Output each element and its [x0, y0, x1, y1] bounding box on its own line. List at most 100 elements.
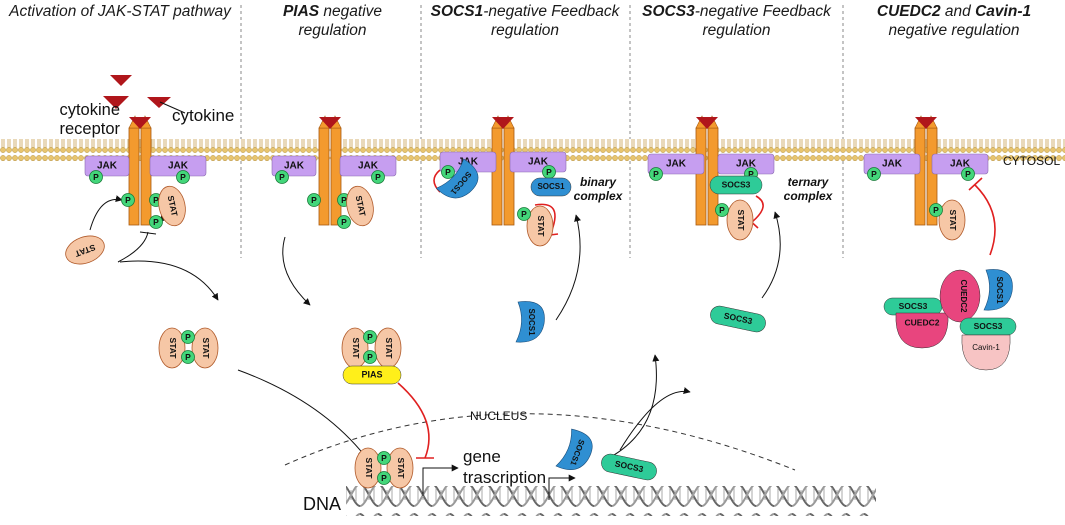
svg-text:SOCS1: SOCS1: [995, 276, 1004, 304]
receptor: [128, 115, 152, 226]
svg-text:JAK: JAK: [882, 159, 903, 170]
stat: STAT: [526, 205, 554, 247]
black-inhibition: [117, 231, 157, 263]
svg-text:STAT: STAT: [736, 210, 746, 232]
svg-text:JAK: JAK: [528, 157, 549, 168]
svg-text:P: P: [933, 205, 939, 215]
socs3-bound: SOCS3: [709, 175, 763, 195]
svg-text:P: P: [521, 209, 527, 219]
svg-text:SOCS3: SOCS3: [974, 321, 1003, 331]
svg-text:JAK: JAK: [97, 161, 118, 172]
svg-text:P: P: [153, 217, 159, 227]
svg-text:SOCS3: SOCS3: [722, 179, 751, 189]
phosphate: P: [337, 215, 351, 229]
svg-text:P: P: [153, 195, 159, 205]
panel-dividers: [240, 5, 844, 258]
svg-text:P: P: [381, 453, 387, 463]
stat: STAT: [386, 447, 414, 489]
pias: PIAS: [342, 365, 402, 385]
cuedc2-rot: CUEDC2: [939, 269, 981, 323]
panel-header-activation: Activation of JAK-STAT pathway: [9, 3, 231, 20]
svg-text:JAK: JAK: [736, 159, 757, 170]
gene-transcription-label: gene trascription: [463, 447, 547, 487]
svg-text:JAK: JAK: [666, 159, 687, 170]
svg-text:P: P: [375, 172, 381, 182]
svg-text:P: P: [125, 195, 131, 205]
binary-complex-label: binary complex: [573, 175, 623, 203]
svg-text:STAT: STAT: [168, 338, 178, 360]
svg-text:P: P: [279, 172, 285, 182]
svg-text:P: P: [311, 195, 317, 205]
svg-text:P: P: [445, 167, 451, 177]
svg-text:STAT: STAT: [948, 210, 958, 232]
svg-text:STAT: STAT: [364, 458, 374, 480]
stat: STAT: [726, 199, 754, 241]
svg-text:STAT: STAT: [384, 338, 394, 360]
phosphate: P: [867, 167, 881, 181]
stat: STAT: [346, 185, 374, 227]
phosphate: P: [542, 165, 556, 179]
svg-text:STAT: STAT: [536, 216, 546, 238]
socs1-bound: SOCS1: [530, 177, 572, 197]
svg-text:P: P: [381, 473, 387, 483]
socs1-nucleus: SOCS1: [555, 428, 593, 471]
stat: STAT: [158, 327, 186, 369]
receptor: [318, 115, 342, 226]
cytokines-free: [103, 75, 186, 114]
svg-text:P: P: [719, 205, 725, 215]
cell-membrane: [0, 139, 1065, 161]
socs3-p5-b: SOCS3: [959, 317, 1017, 336]
stat: STAT: [158, 185, 186, 227]
svg-text:P: P: [185, 332, 191, 342]
phosphate: P: [371, 170, 385, 184]
phosphate: P: [149, 215, 163, 229]
phosphate: P: [649, 167, 663, 181]
phosphate: P: [715, 203, 729, 217]
stat: STAT: [191, 327, 219, 369]
phosphate: P: [275, 170, 289, 184]
panel-header-cuedc2-cavin1: CUEDC2 and Cavin-1 negative regulation: [876, 3, 1032, 39]
dna-label: DNA: [303, 494, 342, 514]
svg-text:JAK: JAK: [950, 159, 971, 170]
jak: JAK: [509, 151, 567, 173]
dna-helix: [346, 486, 876, 516]
nucleus-label: NUCLEUS: [470, 409, 528, 423]
svg-text:STAT: STAT: [166, 195, 180, 218]
svg-text:P: P: [367, 332, 373, 342]
ternary-complex-label: ternary complex: [783, 175, 833, 203]
svg-text:SOCS1: SOCS1: [537, 182, 565, 191]
phosphate: P: [121, 193, 135, 207]
svg-text:P: P: [965, 169, 971, 179]
svg-text:P: P: [180, 172, 186, 182]
jak: JAK: [339, 155, 397, 177]
cytosol-label: CYTOSOL: [1003, 154, 1061, 168]
phosphate: P: [89, 170, 103, 184]
svg-text:P: P: [546, 167, 552, 177]
svg-text:SOCS3: SOCS3: [899, 301, 928, 311]
phosphate: P: [377, 471, 391, 485]
phosphate: P: [517, 207, 531, 221]
phosphate: P: [929, 203, 943, 217]
phosphate: P: [441, 165, 455, 179]
socs3-p5: SOCS3: [883, 297, 943, 316]
cytokine: [319, 117, 341, 129]
phosphate: P: [176, 170, 190, 184]
phosphate: P: [363, 350, 377, 364]
stat: STAT: [354, 447, 382, 489]
cytokine: [696, 117, 718, 129]
svg-text:Cavin-1: Cavin-1: [972, 343, 1000, 352]
socs3-free: SOCS3: [710, 305, 766, 333]
svg-text:STAT: STAT: [396, 458, 406, 480]
stat: STAT: [374, 327, 402, 369]
svg-text:JAK: JAK: [168, 161, 189, 172]
svg-text:P: P: [653, 169, 659, 179]
svg-text:P: P: [367, 352, 373, 362]
phosphate: P: [363, 330, 377, 344]
phosphate: P: [961, 167, 975, 181]
phosphate: P: [307, 193, 321, 207]
nuclear-envelope: [284, 413, 796, 471]
jak: JAK: [717, 153, 775, 175]
svg-text:STAT: STAT: [201, 338, 211, 360]
